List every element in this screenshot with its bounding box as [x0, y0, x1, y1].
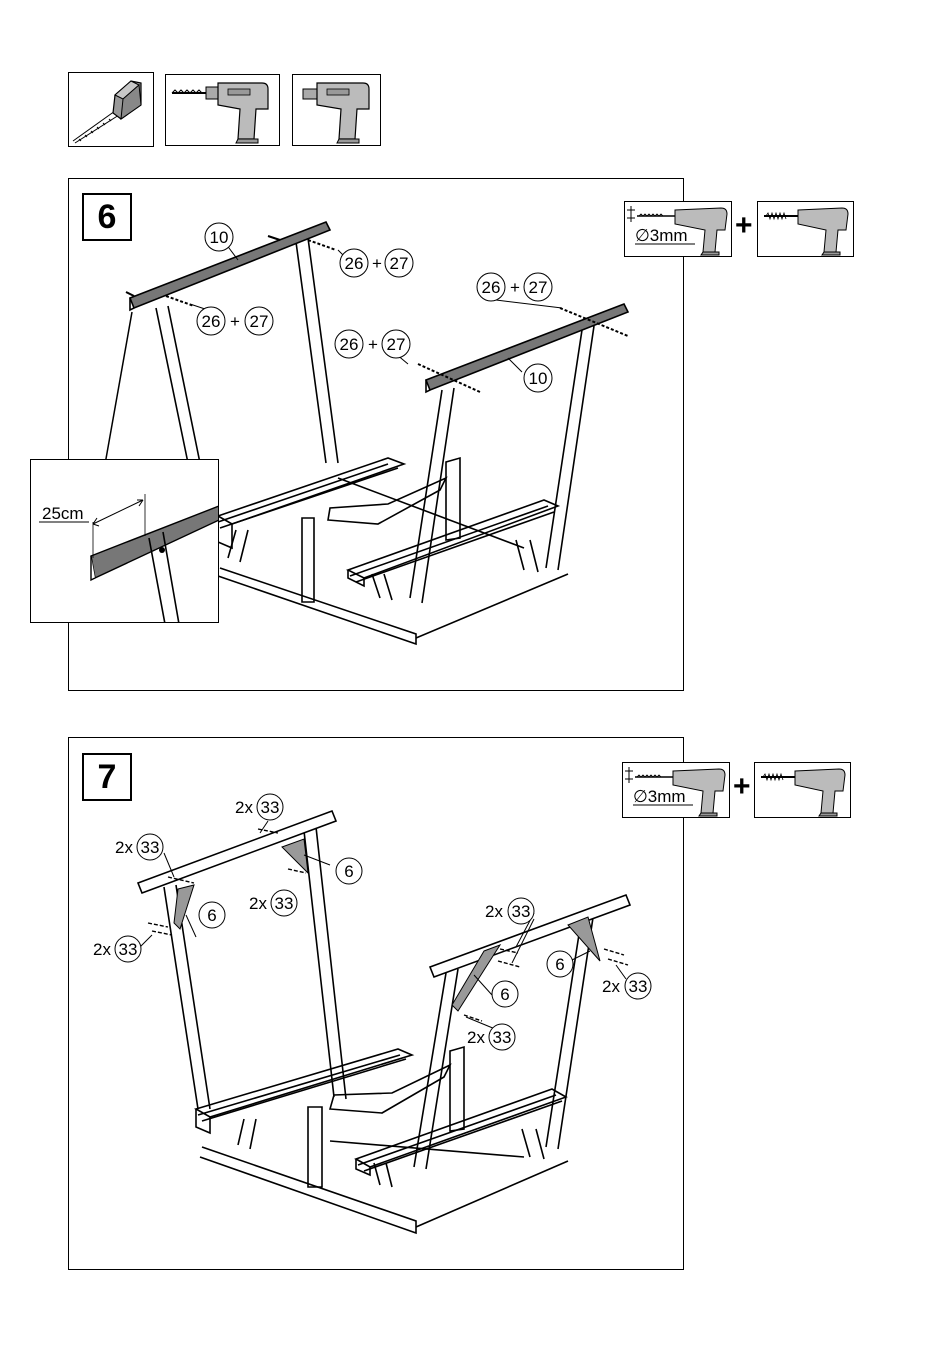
callout-plus-b: +: [230, 312, 240, 331]
c7-screw: 33: [512, 902, 531, 921]
inset-measure-label: 25cm: [42, 504, 84, 524]
callout-27-d-text: 27: [529, 278, 548, 297]
c2-screw: 33: [141, 838, 160, 857]
tool-drill: [292, 74, 381, 146]
c4-prefix: 2x: [249, 894, 267, 913]
step-7-bench-drawing: 2x 33 2x 33 6 2x 33 6 2x 33 2x 33 6 6 2x…: [68, 737, 684, 1270]
tape-measure-icon: [69, 73, 153, 146]
callout-26-b-text: 26: [202, 312, 221, 331]
c6-prefix: 2x: [93, 940, 111, 959]
step-6-screwdriver-box: [757, 201, 854, 257]
drill-with-bit-icon: [166, 75, 279, 145]
c5-brace: 6: [207, 906, 216, 925]
c10-prefix: 2x: [602, 977, 620, 996]
c11-prefix: 2x: [467, 1028, 485, 1047]
step-6-detail-inset: 25cm: [30, 459, 219, 623]
tool-tape-measure: [68, 72, 154, 147]
c10-screw: 33: [629, 977, 648, 996]
step-7-screwdriver-box: [754, 762, 851, 818]
callout-27-c-text: 27: [387, 335, 406, 354]
callout-26-a-text: 26: [345, 254, 364, 273]
c2-prefix: 2x: [115, 838, 133, 857]
brace-left-inner: [282, 839, 308, 873]
step-7-plus: +: [733, 770, 751, 804]
callout-26-d-text: 26: [482, 278, 501, 297]
callout-plus-a: +: [372, 254, 382, 273]
c9-brace: 6: [500, 985, 509, 1004]
screwdriver-drill-icon: [758, 202, 853, 256]
tool-drill-with-bit: [165, 74, 280, 146]
callout-plus-c: +: [368, 335, 378, 354]
c4-screw: 33: [275, 894, 294, 913]
c7-prefix: 2x: [485, 902, 503, 921]
c3-brace: 6: [344, 862, 353, 881]
c11-screw: 33: [493, 1028, 512, 1047]
c8-brace: 6: [555, 955, 564, 974]
callout-27-b-text: 27: [250, 312, 269, 331]
screwdriver-drill-icon: [755, 763, 850, 817]
step-6-plus: +: [735, 209, 753, 243]
c1-screw: 33: [261, 798, 280, 817]
callout-plus-d: +: [510, 278, 520, 297]
c6-screw: 33: [119, 940, 138, 959]
callout-part-10-left-text: 10: [210, 228, 229, 247]
beam-end-detail: [31, 460, 219, 623]
callout-27-a-text: 27: [390, 254, 409, 273]
c1-prefix: 2x: [235, 798, 253, 817]
drill-icon: [293, 75, 380, 145]
callout-part-10-right-text: 10: [529, 369, 548, 388]
callout-26-c-text: 26: [340, 335, 359, 354]
